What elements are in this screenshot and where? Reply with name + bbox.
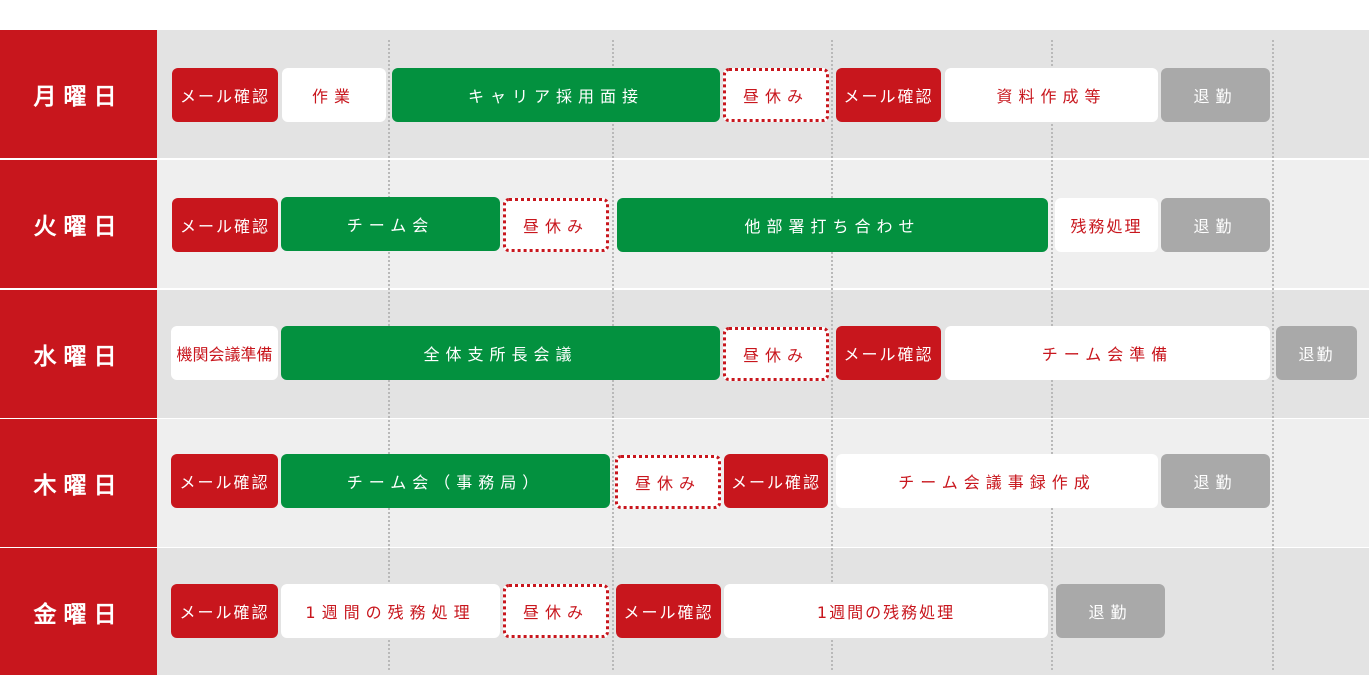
leave-work-block: 退勤 [1161,68,1270,122]
task-block-email: メール確認 [171,454,278,508]
day-label: 金曜日 [0,548,157,675]
task-block-email: メール確認 [171,584,278,638]
task-block-email: メール確認 [836,68,941,122]
lunch-break-block: 昼休み [503,584,609,638]
task-block-work: 作業 [282,68,386,122]
task-block-team-prep: チーム会準備 [945,326,1270,380]
leave-work-block: 退勤 [1161,198,1270,252]
time-gridline [1272,40,1274,670]
day-label: 水曜日 [0,290,157,418]
lunch-break-block: 昼休み [723,68,829,122]
leave-work-block: 退勤 [1276,326,1357,380]
lunch-break-block: 昼休み [723,327,829,381]
task-block-email: メール確認 [724,454,828,508]
meeting-block-team-secretariat: チーム会（事務局） [281,454,610,508]
day-label: 木曜日 [0,419,157,547]
task-block-email: メール確認 [616,584,721,638]
weekly-schedule: 月曜日 火曜日 水曜日 木曜日 金曜日 メール確認 作業 キャリア採用面接 昼休… [0,30,1369,675]
meeting-block-branch-managers: 全体支所長会議 [281,326,720,380]
time-gridline [831,40,833,670]
day-label: 火曜日 [0,160,157,288]
day-label: 月曜日 [0,30,157,158]
meeting-block-interview: キャリア採用面接 [392,68,720,122]
leave-work-block: 退勤 [1161,454,1270,508]
task-block-documents: 資料作成等 [945,68,1158,122]
task-block-email: メール確認 [172,68,278,122]
lunch-break-block: 昼休み [503,198,609,252]
task-block-meeting-prep: 機関会議準備 [171,326,278,380]
lunch-break-block: 昼休み [615,455,721,509]
leave-work-block: 退勤 [1056,584,1165,638]
meeting-block-team: チーム会 [281,197,500,251]
task-block-remaining: 残務処理 [1055,198,1158,252]
task-block-minutes: チーム会議事録作成 [836,454,1158,508]
meeting-block-interdepartment: 他部署打ち合わせ [617,198,1048,252]
task-block-weekly-remaining: 1週間の残務処理 [724,584,1048,638]
task-block-email: メール確認 [836,326,941,380]
task-block-weekly-remaining: 1週間の残務処理 [281,584,500,638]
task-block-email: メール確認 [172,198,278,252]
